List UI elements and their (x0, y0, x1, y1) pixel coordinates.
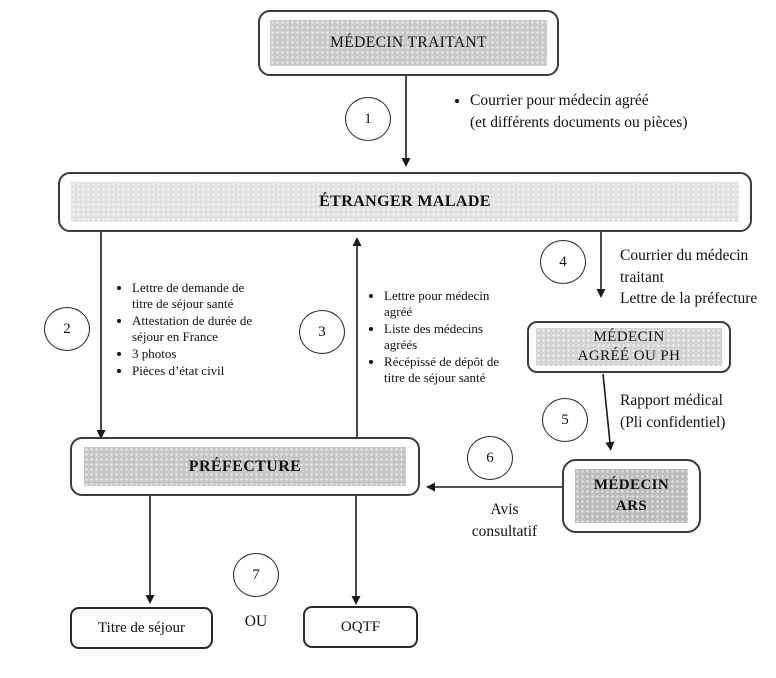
node-medecin-ars-label-line1: MÉDECIN (593, 477, 670, 493)
step-number-4: 4 (559, 253, 567, 270)
node-titre-de-sejour-label: Titre de séjour (98, 619, 185, 636)
node-medecin-ars-label-line2: ARS (615, 498, 648, 514)
node-medecin-agree-ph: MÉDECIN AGRÉÉ OU PH (527, 321, 731, 373)
node-etranger-malade-fill: ÉTRANGER MALADE (71, 182, 739, 222)
note-step2-item: 3 photos (132, 346, 266, 362)
or-label: OU (244, 613, 268, 630)
step-number-7: 7 (252, 566, 260, 583)
note-step1-line1: Courrier pour médecin agréé (470, 92, 649, 109)
note-step4-line2: Lettre de la préfecture (620, 290, 758, 307)
node-medecin-ars-fill: MÉDECIN ARS (575, 469, 688, 523)
note-step3-list: Lettre pour médecin agréé Liste des méde… (368, 288, 504, 387)
step-number-3: 3 (318, 323, 326, 340)
node-medecin-traitant-label: MÉDECIN TRAITANT (330, 34, 487, 51)
note-step4: Courrier du médecin traitant Lettre de l… (620, 245, 776, 310)
node-medecin-agree-ph-label-line1: MÉDECIN (593, 329, 665, 345)
note-step1-line2: (et différents documents ou pièces) (470, 114, 688, 131)
node-medecin-agree-ph-fill: MÉDECIN AGRÉÉ OU PH (536, 328, 722, 366)
node-prefecture-label: PRÉFECTURE (188, 457, 302, 475)
note-step6: Avis consultatif (452, 499, 557, 542)
node-medecin-traitant-fill: MÉDECIN TRAITANT (270, 20, 547, 66)
note-step5-line2: (Pli confidentiel) (620, 413, 726, 431)
step-circle-1: 1 (345, 97, 391, 141)
node-medecin-traitant: MÉDECIN TRAITANT (258, 10, 559, 76)
note-step1: Courrier pour médecin agréé (et différen… (448, 90, 776, 134)
note-step2-item: Attestation de durée de séjour en France (132, 313, 266, 345)
note-step4-line1: Courrier du médecin traitant (620, 247, 749, 286)
note-step5-line1: Rapport médical (620, 392, 723, 409)
node-oqtf-label: OQTF (340, 618, 381, 635)
node-etranger-malade-label: ÉTRANGER MALADE (319, 193, 491, 210)
node-medecin-agree-ph-label-line2: AGRÉÉ OU PH (577, 348, 681, 364)
note-step6-line2: consultatif (471, 522, 538, 540)
note-step5: Rapport médical (Pli confidentiel) (620, 390, 770, 433)
step-number-6: 6 (486, 449, 494, 466)
step-number-5: 5 (561, 411, 569, 428)
step-circle-5: 5 (542, 398, 588, 442)
node-prefecture: PRÉFECTURE (70, 437, 420, 496)
note-step6-line1: Avis (490, 501, 519, 518)
step-number-2: 2 (63, 320, 71, 337)
arrow-step5-down (602, 373, 615, 451)
note-step2-item: Pièces d’état civil (132, 363, 266, 379)
step-circle-7: 7 (233, 553, 279, 597)
step-circle-3: 3 (299, 310, 345, 354)
node-titre-de-sejour: Titre de séjour (70, 607, 213, 649)
node-etranger-malade: ÉTRANGER MALADE (58, 172, 752, 232)
note-step1-item: Courrier pour médecin agréé (et différen… (470, 90, 776, 134)
note-step2-item: Lettre de demande de titre de séjour san… (132, 280, 266, 312)
node-prefecture-fill: PRÉFECTURE (84, 447, 406, 486)
note-step3-item: Lettre pour médecin agréé (384, 288, 504, 320)
step-circle-4: 4 (540, 240, 586, 284)
step-circle-6: 6 (467, 436, 513, 480)
step-number-1: 1 (364, 110, 372, 127)
note-step3-item: Liste des médecins agréés (384, 321, 504, 353)
note-step3-item: Récépissé de dépôt de titre de séjour sa… (384, 354, 504, 386)
note-step2-list: Lettre de demande de titre de séjour san… (116, 280, 266, 380)
step-circle-2: 2 (44, 307, 90, 351)
node-oqtf: OQTF (303, 606, 418, 648)
node-medecin-ars: MÉDECIN ARS (562, 459, 701, 533)
